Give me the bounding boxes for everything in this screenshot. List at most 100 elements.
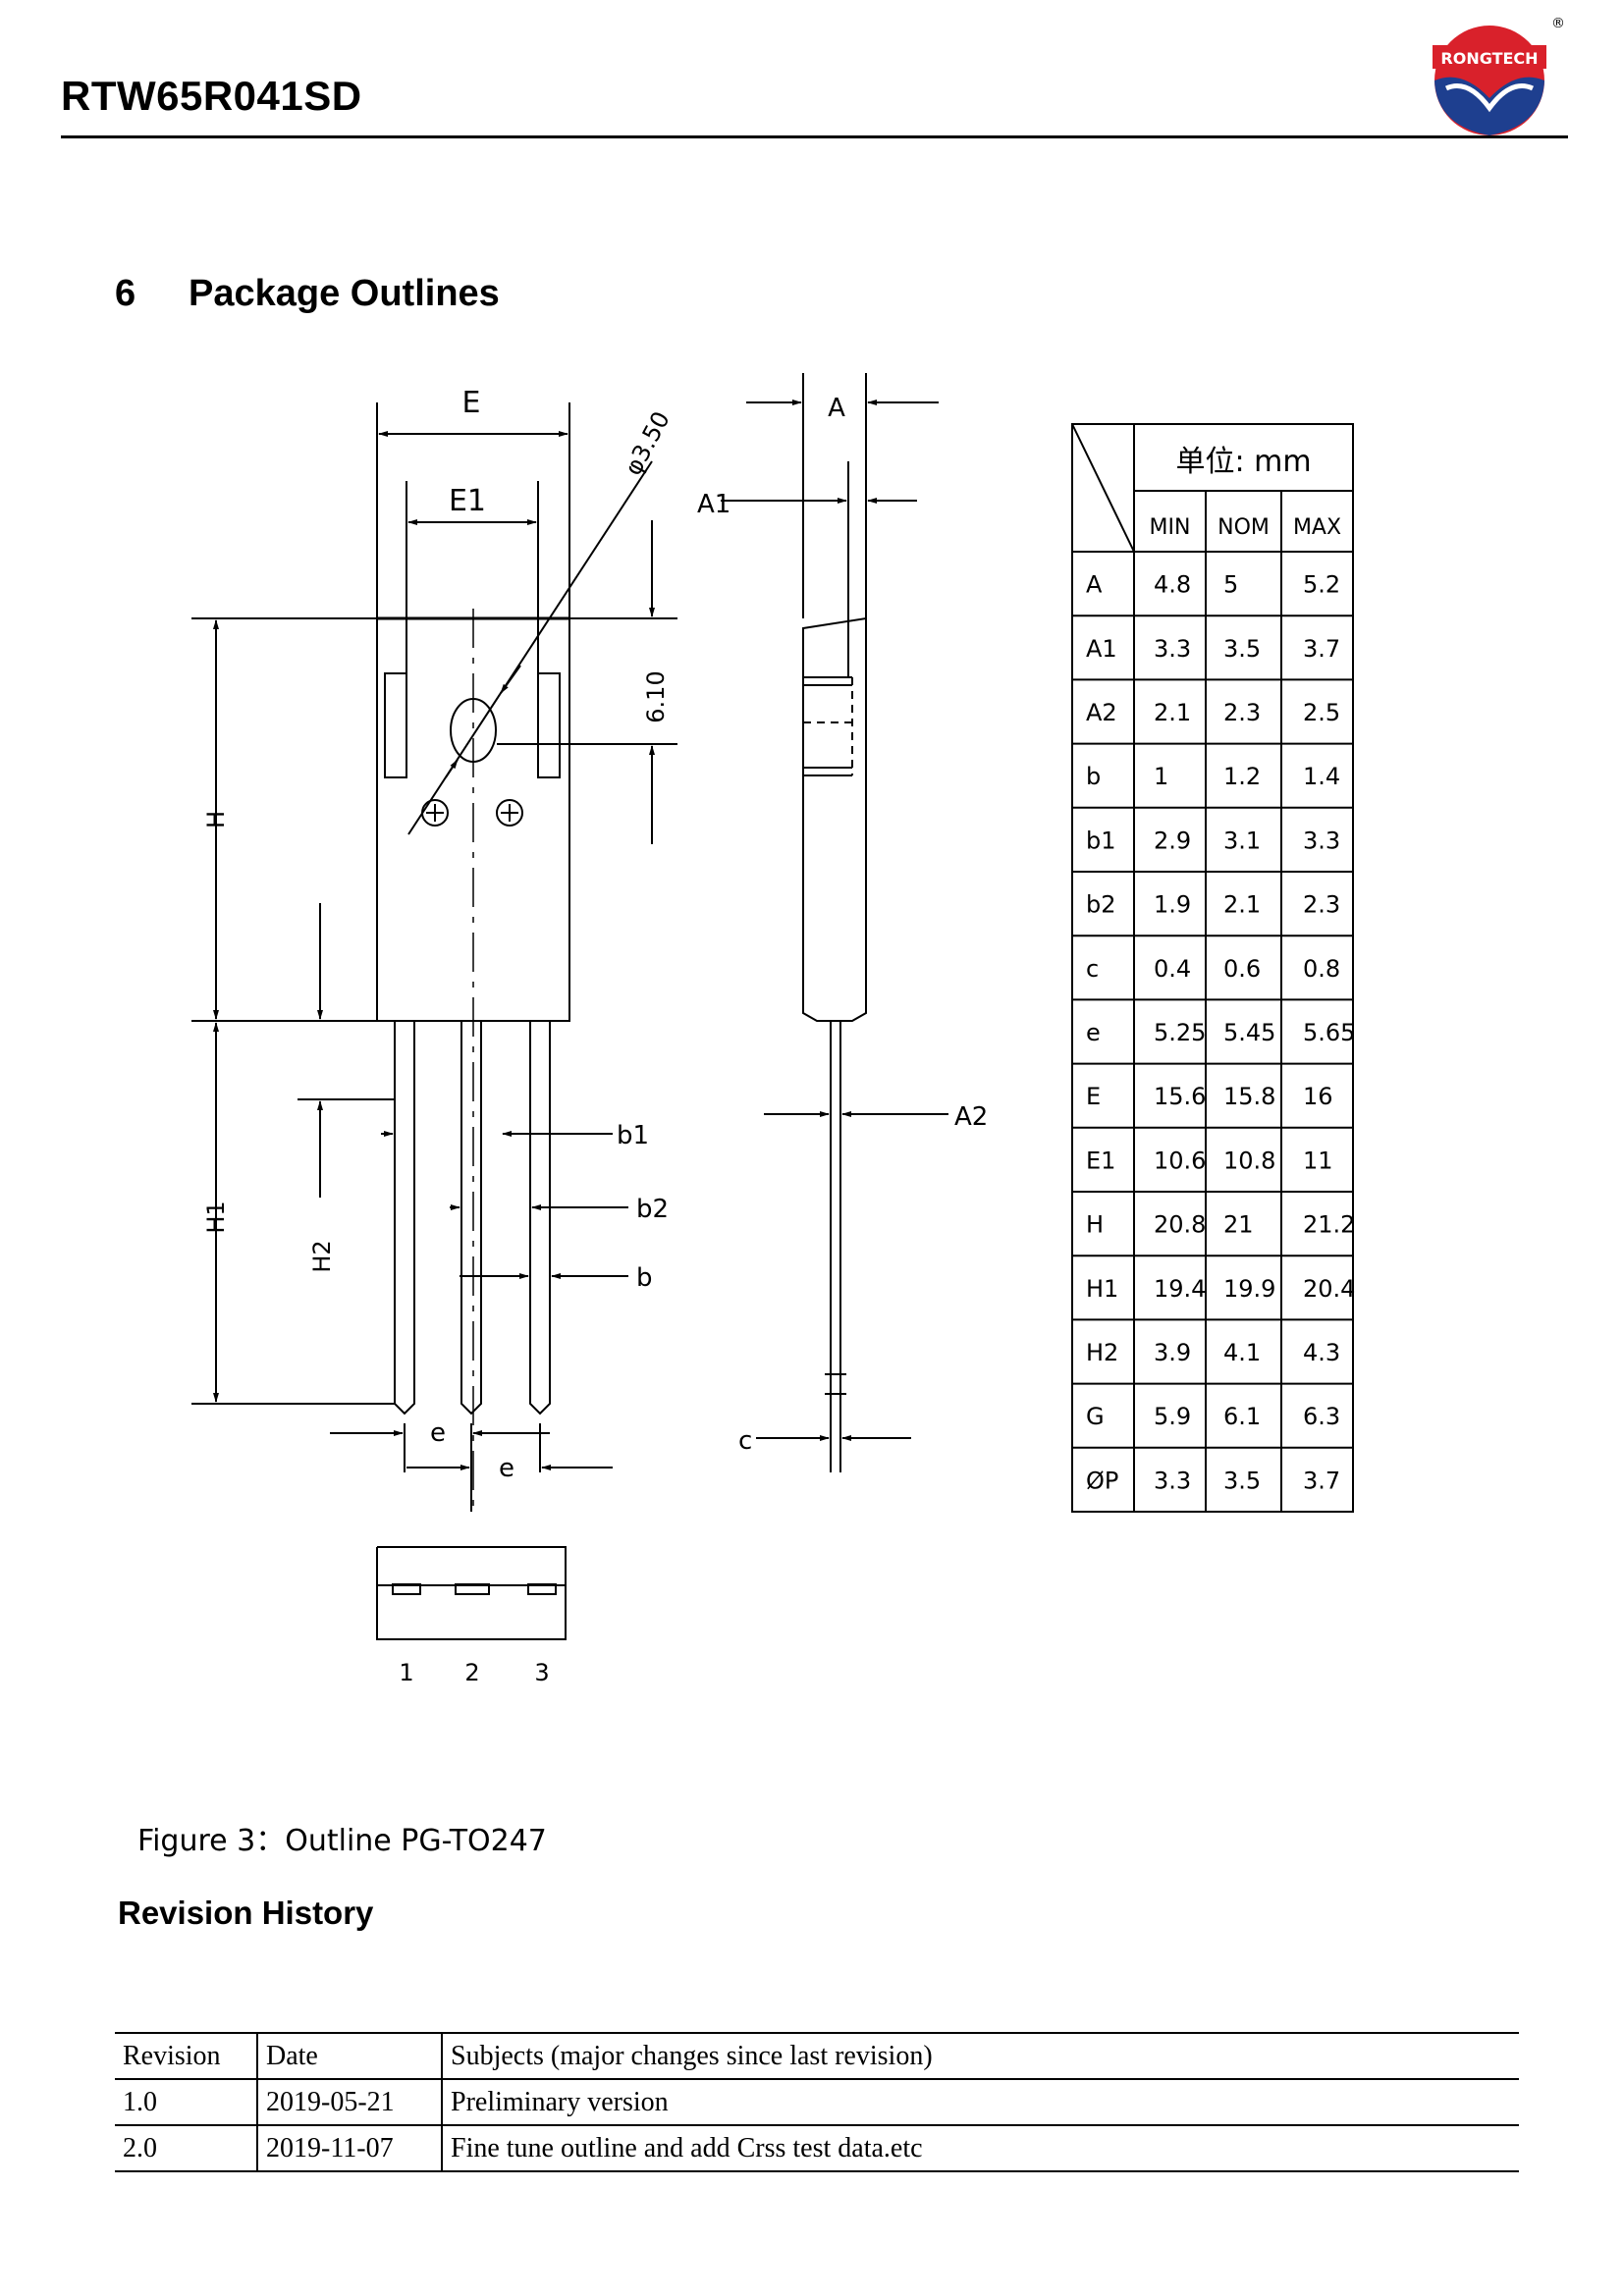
dimension-min: 1 xyxy=(1154,763,1168,790)
dimension-symbol: H2 xyxy=(1086,1339,1118,1366)
ejector-mark-right xyxy=(496,799,523,827)
dimension-max: 20.4 xyxy=(1303,1275,1355,1303)
column-header: MAX xyxy=(1293,515,1341,540)
dimension-min: 1.9 xyxy=(1154,891,1191,919)
table-header-row: Revision Date Subjects (major changes si… xyxy=(115,2032,1519,2080)
label-H1: H1 xyxy=(202,1201,230,1233)
dimension-symbol: A1 xyxy=(1086,635,1117,663)
table-row: 2.0 2019-11-07 Fine tune outline and add… xyxy=(115,2124,1519,2172)
subject-cell: Fine tune outline and add Crss test data… xyxy=(441,2124,1519,2172)
lead-1 xyxy=(394,1021,415,1415)
dimension-max: 3.7 xyxy=(1303,635,1340,663)
label-b1: b1 xyxy=(617,1121,649,1150)
label-pin-3: 3 xyxy=(534,1659,549,1686)
dimension-nom: 19.9 xyxy=(1223,1275,1275,1303)
label-c: c xyxy=(738,1426,752,1456)
figure-caption: Figure 3：Outline PG-TO247 xyxy=(137,1824,547,1858)
dimension-nom: 2.3 xyxy=(1223,699,1261,726)
dimension-max: 5.65 xyxy=(1303,1019,1355,1046)
date-cell: 2019-11-07 xyxy=(256,2124,442,2172)
section-title: Package Outlines xyxy=(189,273,500,314)
label-6-10: 6.10 xyxy=(642,670,670,722)
dimension-min: 2.1 xyxy=(1154,699,1191,726)
dimension-min: 4.8 xyxy=(1154,571,1191,599)
dimension-max: 11 xyxy=(1303,1147,1333,1174)
dimension-symbol: E xyxy=(1086,1083,1101,1110)
dimension-nom: 21 xyxy=(1223,1211,1254,1239)
pin-pad-3 xyxy=(527,1583,557,1595)
header-subjects: Subjects (major changes since last revis… xyxy=(441,2032,1519,2080)
dimension-min: 5.9 xyxy=(1154,1403,1191,1430)
dimension-min: 19.4 xyxy=(1154,1275,1206,1303)
dimension-symbol: ØP xyxy=(1086,1467,1118,1494)
label-A1: A1 xyxy=(697,490,730,519)
dimension-min: 15.6 xyxy=(1154,1083,1206,1110)
header-date: Date xyxy=(256,2032,442,2080)
revision-cell: 2.0 xyxy=(115,2124,257,2172)
date-cell: 2019-05-21 xyxy=(256,2078,442,2126)
label-b: b xyxy=(636,1263,653,1293)
dimension-nom: 3.5 xyxy=(1223,635,1261,663)
dimension-nom: 3.1 xyxy=(1223,827,1261,854)
column-header: NOM xyxy=(1217,515,1270,540)
revision-cell: 1.0 xyxy=(115,2078,257,2126)
label-H2: H2 xyxy=(308,1240,336,1272)
pin-pad-2 xyxy=(455,1583,490,1595)
dimension-min: 3.9 xyxy=(1154,1339,1191,1366)
dimension-nom: 1.2 xyxy=(1223,763,1261,790)
dimension-max: 3.7 xyxy=(1303,1467,1340,1494)
dimension-symbol: b1 xyxy=(1086,827,1116,854)
label-A2: A2 xyxy=(954,1102,988,1132)
dimension-symbol: e xyxy=(1086,1019,1101,1046)
dimension-min: 0.4 xyxy=(1154,955,1191,983)
label-E: E xyxy=(462,386,481,420)
dimension-min: 2.9 xyxy=(1154,827,1191,854)
dimension-nom: 5.45 xyxy=(1223,1019,1275,1046)
dimension-symbol: b xyxy=(1086,763,1101,790)
dimension-max: 2.5 xyxy=(1303,699,1340,726)
header-revision: Revision xyxy=(115,2032,257,2080)
table-row: 1.0 2019-05-21 Preliminary version xyxy=(115,2078,1519,2126)
dimension-symbol: G xyxy=(1086,1403,1105,1430)
pin-pad-1 xyxy=(392,1583,421,1595)
column-header: MIN xyxy=(1150,515,1191,540)
dimension-symbol: b2 xyxy=(1086,891,1116,919)
dimension-nom: 4.1 xyxy=(1223,1339,1261,1366)
table-diagonal xyxy=(1071,423,1135,553)
dimension-max: 4.3 xyxy=(1303,1339,1340,1366)
dimension-nom: 5 xyxy=(1223,571,1238,599)
document-title: RTW65R041SD xyxy=(61,73,362,119)
dimension-min: 3.3 xyxy=(1154,1467,1191,1494)
unit-label: 单位: mm xyxy=(1175,445,1311,479)
label-e-1: e xyxy=(430,1418,446,1448)
rongtech-logo: RONGTECH ® xyxy=(1433,16,1565,135)
dimension-nom: 0.6 xyxy=(1223,955,1261,983)
label-hole-diameter: φ3.50 xyxy=(620,406,676,479)
dimension-max: 6.3 xyxy=(1303,1403,1340,1430)
side-notch-left xyxy=(384,672,407,778)
dimension-nom: 15.8 xyxy=(1223,1083,1275,1110)
dimension-nom: 6.1 xyxy=(1223,1403,1261,1430)
revision-history-title: Revision History xyxy=(118,1895,374,1931)
dimension-nom: 2.1 xyxy=(1223,891,1261,919)
dimension-max: 2.3 xyxy=(1303,891,1340,919)
dimension-max: 21.2 xyxy=(1303,1211,1355,1239)
label-e-2: e xyxy=(499,1454,514,1483)
label-pin-1: 1 xyxy=(399,1659,413,1686)
dimension-symbol: H1 xyxy=(1086,1275,1118,1303)
dimension-nom: 10.8 xyxy=(1223,1147,1275,1174)
dimension-min: 3.3 xyxy=(1154,635,1191,663)
dimension-max: 3.3 xyxy=(1303,827,1340,854)
label-A: A xyxy=(828,394,845,423)
header-rule xyxy=(61,135,1568,138)
label-pin-2: 2 xyxy=(464,1659,479,1686)
dimension-symbol: E1 xyxy=(1086,1147,1115,1174)
dimension-min: 20.8 xyxy=(1154,1211,1206,1239)
dimension-min: 5.25 xyxy=(1154,1019,1206,1046)
dimension-max: 16 xyxy=(1303,1083,1333,1110)
dimension-symbol: A2 xyxy=(1086,699,1117,726)
lead-2 xyxy=(460,1021,482,1415)
dimension-symbol: A xyxy=(1086,571,1103,599)
